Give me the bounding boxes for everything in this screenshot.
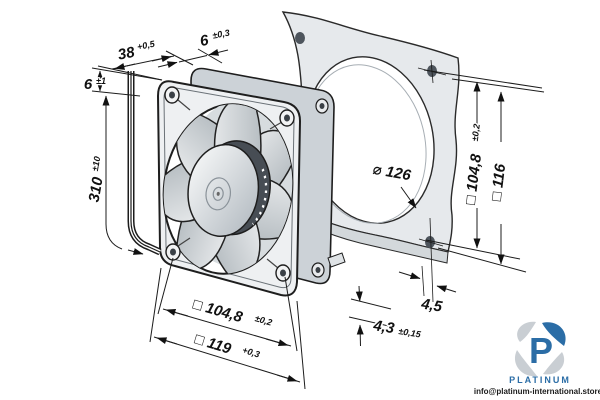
dim-plate-outer-label: □ 116 <box>488 162 509 202</box>
dim-plate-thickness-label: 4,3 <box>371 317 396 337</box>
dim-lead-end-label: 6 <box>84 76 93 93</box>
dim-mount-spacing-label: □ 104,8 <box>191 296 245 327</box>
fan-back-boss-top-right <box>315 98 329 114</box>
platinum-logo-email: info@platinum-international.store <box>474 387 600 396</box>
dim-plate-spacing: □ 104,8 ±0,2 <box>423 69 543 260</box>
dim-depth-tolerance: +0,5 <box>136 39 156 52</box>
hole-centerlines <box>417 59 447 303</box>
platinum-logo-p: P <box>529 330 553 371</box>
dim-plate-hole-label: 4,5 <box>419 295 444 315</box>
fan-hub <box>183 136 276 242</box>
dim-inlet-side: 6 ±0,3 <box>157 26 232 69</box>
dim-frame-width-label: □ 119 <box>193 331 234 358</box>
plate-hole-top-left <box>295 32 305 44</box>
plate-bottom-edge <box>310 215 449 264</box>
platinum-logo-mark: P <box>514 321 566 377</box>
dim-plate-thickness: 4,3 ±0,15 <box>348 285 424 347</box>
dim-plate-thickness-tolerance: ±0,15 <box>398 326 423 340</box>
dim-mount-spacing-tolerance: ±0,2 <box>254 313 274 327</box>
fan-mounting-holes <box>164 86 295 282</box>
fan-back-ear <box>327 252 346 268</box>
dim-inlet-side-tolerance: ±0,3 <box>211 28 230 41</box>
lead-wires <box>127 71 162 256</box>
dim-plate-hole: 4,5 <box>398 265 457 317</box>
fan-drawing <box>140 67 346 297</box>
fan-impeller <box>140 76 302 291</box>
platinum-logo: P PLATINUM info@platinum-international.s… <box>474 321 600 396</box>
dim-lead-end-tolerance: ±1 <box>96 76 106 86</box>
platinum-logo-wordmark: PLATINUM <box>509 375 571 385</box>
dim-frame-width-tolerance: +0,3 <box>241 345 261 360</box>
dim-depth: 38 +0,5 <box>97 37 194 81</box>
fan-corner-gussets <box>177 99 283 269</box>
dim-depth-label: 38 <box>116 44 136 64</box>
dim-lead-length: 310 ±10 <box>84 95 144 255</box>
dim-lead-length-label: 310 <box>86 175 107 203</box>
dim-plate-spacing-tolerance: ±0,2 <box>470 123 482 142</box>
dim-inlet-side-label: 6 <box>199 32 211 50</box>
fan-back-boss-bottom-right <box>311 262 325 278</box>
dim-lead-length-tolerance: ±10 <box>90 156 102 172</box>
dim-lead-end: 6 ±1 <box>82 67 163 97</box>
dim-plate-spacing-label: □ 104,8 <box>462 153 485 206</box>
